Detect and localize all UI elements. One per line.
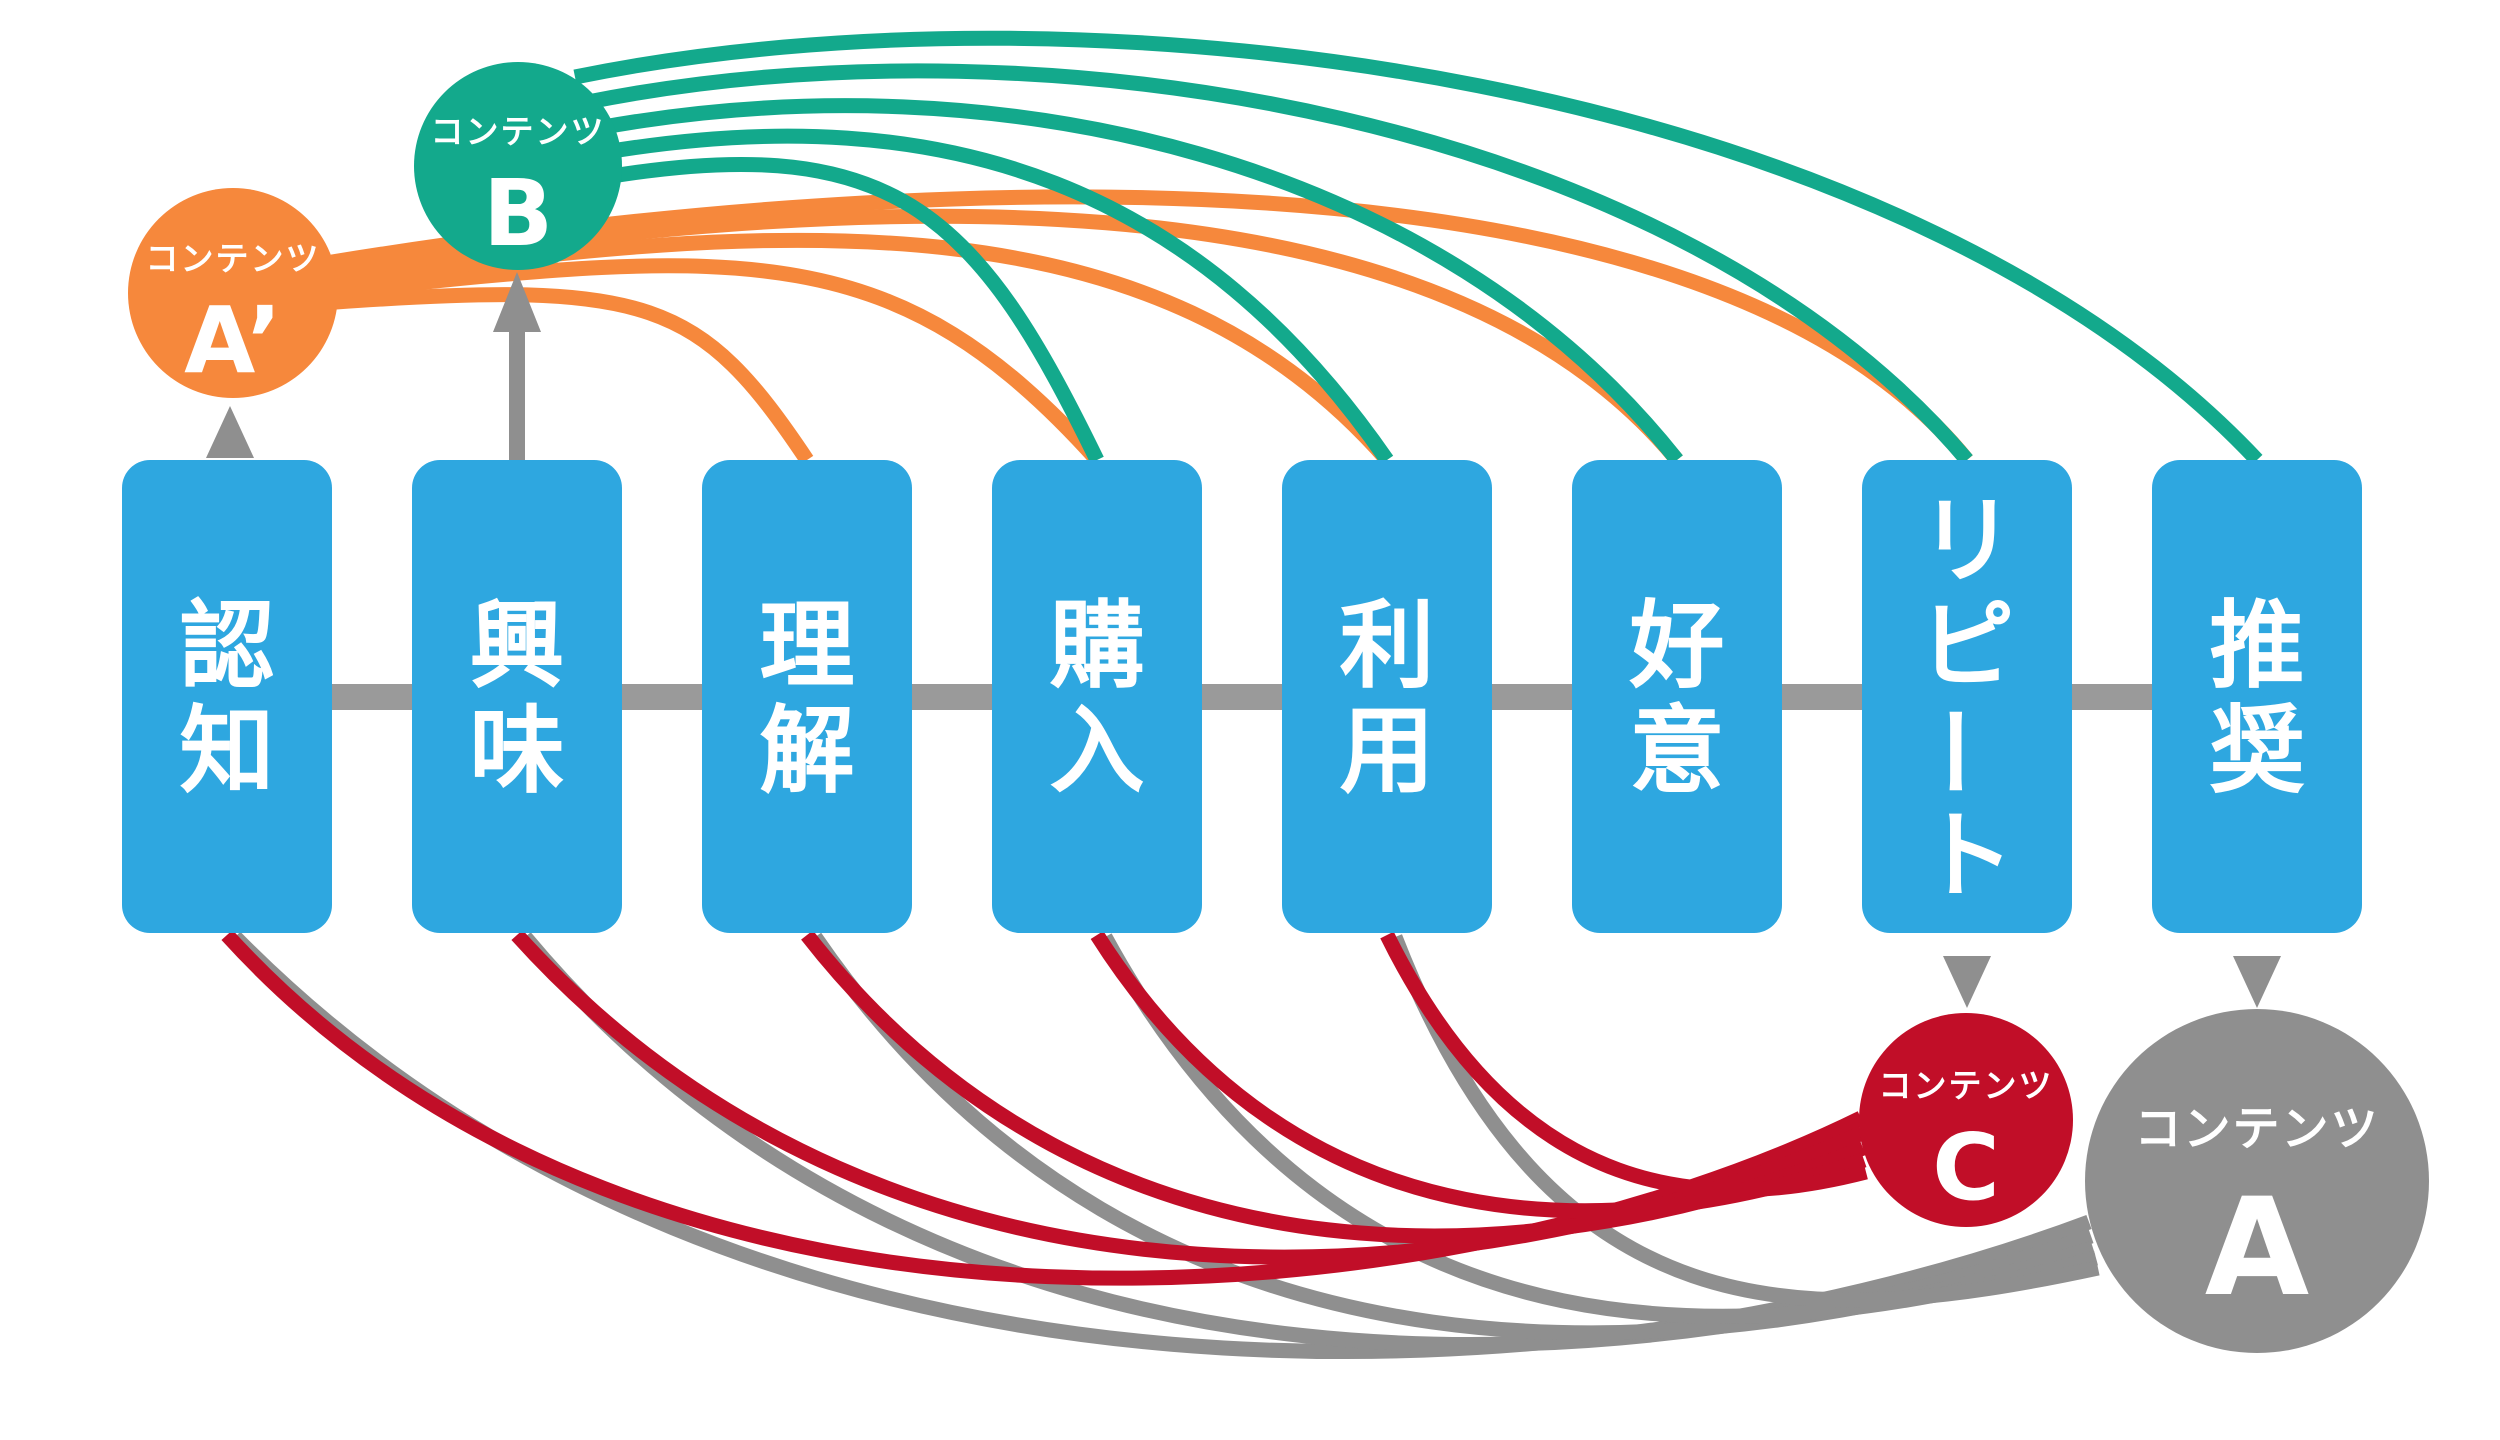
stage-label-5: 利用 — [1339, 592, 1434, 807]
stage-box-8: 推奨 — [2152, 460, 2362, 933]
content-a-prime-letter: A’ — [184, 287, 282, 394]
stage-rect-8 — [2152, 460, 2362, 933]
curve-b-stage-8 — [573, 30, 2263, 466]
content-a-letter: A — [2205, 1169, 2309, 1326]
curve-a-stage-5 — [1388, 934, 2100, 1308]
stage-box-1: 認知 — [122, 460, 332, 933]
stage-label-7: リピート — [1896, 487, 2014, 912]
content-circle-b — [414, 62, 622, 270]
content-node-a-prime: コンテンツ A’ — [128, 188, 338, 398]
arrow-head-b — [493, 272, 541, 332]
stage-rect-4 — [992, 460, 1202, 933]
curve-b-stage-6 — [596, 98, 1683, 465]
content-c-letter: C — [1932, 1114, 2000, 1221]
arrow-head-c — [1943, 956, 1991, 1008]
content-b-tag: コンテンツ — [431, 112, 606, 151]
stage-box-7: リピート — [1862, 460, 2072, 933]
stage-label-6: 好意 — [1628, 592, 1724, 807]
content-nodes-layer: コンテンツ A’ コンテンツ B コンテンツ C コンテンツ A — [128, 62, 2429, 1353]
stage-box-3: 理解 — [702, 460, 912, 933]
arrow-head-a — [2233, 956, 2281, 1008]
curve-c-stage-1 — [221, 929, 1865, 1286]
content-c-tag: コンテンツ — [1879, 1066, 2054, 1105]
stage-rect-5 — [1282, 460, 1492, 933]
stage-rect-1 — [122, 460, 332, 933]
arrow-shaft-b — [509, 330, 525, 462]
curve-b-stage-7 — [586, 63, 1973, 465]
stage-box-2: 興味 — [412, 460, 622, 933]
stage-box-5: 利用 — [1282, 460, 1492, 933]
stage-box-4: 購入 — [992, 460, 1202, 933]
stage-label-8: 推奨 — [2209, 592, 2304, 807]
stage-box-6: 好意 — [1572, 460, 1782, 933]
stage-label-4: 購入 — [1049, 592, 1144, 807]
stage-rect-7 — [1862, 460, 2072, 933]
curve-a_prime-stage-3 — [335, 287, 814, 465]
stage-label-1: 認知 — [179, 592, 274, 807]
stage-label-2: 興味 — [469, 592, 564, 807]
content-a-prime-tag: コンテンツ — [146, 239, 321, 278]
curve-b-stage-5 — [604, 128, 1394, 465]
curves-layer — [221, 30, 2263, 1360]
arrows-layer — [206, 272, 2281, 1008]
content-circle-a-prime — [128, 188, 338, 398]
content-node-b: コンテンツ B — [414, 62, 622, 270]
content-a-tag: コンテンツ — [2135, 1102, 2380, 1157]
curve-c-stage-5 — [1380, 931, 1868, 1198]
content-b-letter: B — [483, 160, 553, 267]
content-node-c: コンテンツ C — [1859, 1013, 2073, 1227]
content-node-a: コンテンツ A — [2085, 1009, 2429, 1353]
content-circle-c — [1859, 1013, 2073, 1227]
stage-rect-6 — [1572, 460, 1782, 933]
curve-a_prime-stage-4 — [334, 258, 1103, 466]
stage-rect-3 — [702, 460, 912, 933]
stage-rect-2 — [412, 460, 622, 933]
arrow-head-a_prime — [206, 406, 254, 458]
curve-b-stage-4 — [610, 157, 1104, 464]
stage-label-3: 理解 — [759, 592, 854, 807]
content-circle-a — [2085, 1009, 2429, 1353]
